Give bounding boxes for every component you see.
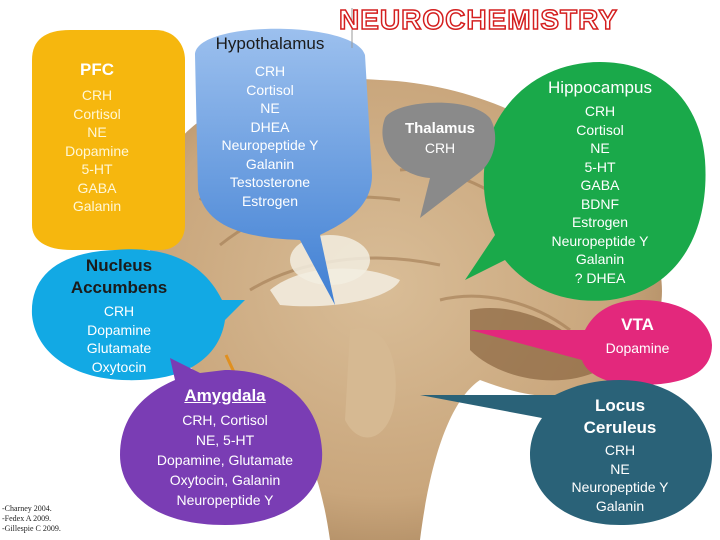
locus-ceruleus-label-group: Locus Ceruleus CRH NE Neuropeptide Y Gal… <box>555 395 685 515</box>
nucleus-accumbens-bubble <box>31 249 245 381</box>
references: -Charney 2004. -Fedex A 2009. -Gillespie… <box>2 504 61 534</box>
pfc-item: Galanin <box>72 198 122 214</box>
hypothalamus-item: Cortisol <box>246 81 294 98</box>
pfc-item: Dopamine <box>65 142 129 159</box>
locus-ceruleus-item: NE <box>610 460 630 477</box>
pfc-item: Cortisol <box>73 105 121 122</box>
hypothalamus-label-group: Hypothalamus CRH Cortisol NE DHEA Neurop… <box>190 34 350 210</box>
vta-heading: VTA <box>621 315 654 334</box>
amygdala-heading: Amygdala <box>184 386 266 405</box>
pfc-item: GABA <box>77 179 117 196</box>
thalamus-item: CRH <box>424 140 456 156</box>
hippocampus-item: Cortisol <box>576 121 624 138</box>
locus-ceruleus-item: Neuropeptide Y <box>571 479 669 495</box>
locus-ceruleus-items: CRH NE Neuropeptide Y Galanin <box>555 441 685 515</box>
hippocampus-bubble <box>465 62 706 301</box>
hippocampus-item: GABA <box>580 177 620 193</box>
hippocampus-item: Galanin <box>575 251 625 267</box>
hypothalamus-bubble <box>195 8 372 305</box>
locus-ceruleus-heading-line: Locus <box>594 396 646 415</box>
hippocampus-item: ? DHEA <box>574 269 626 286</box>
vta-items: Dopamine <box>595 339 680 358</box>
nucleus-accumbens-item: Dopamine <box>87 321 151 338</box>
hypothalamus-item: Estrogen <box>241 192 299 209</box>
hippocampus-item: Estrogen <box>571 214 629 230</box>
locus-ceruleus-heading-line: Ceruleus <box>583 418 657 437</box>
nucleus-accumbens-item: CRH <box>103 303 135 319</box>
pfc-label-group: PFC CRH Cortisol NE Dopamine 5-HT GABA G… <box>38 60 156 216</box>
amygdala-item: CRH, Cortisol <box>182 412 268 428</box>
page-title: NEUROCHEMISTRY <box>338 3 618 36</box>
vta-label-group: VTA Dopamine <box>595 315 680 358</box>
reference-line: -Gillespie C 2009. <box>2 524 61 533</box>
hippocampus-item: Neuropeptide Y <box>551 232 649 249</box>
amygdala-item: NE, 5-HT <box>195 432 255 448</box>
hypothalamus-items: CRH Cortisol NE DHEA Neuropeptide Y Gala… <box>190 62 350 210</box>
locus-ceruleus-bubble <box>420 380 712 525</box>
hypothalamus-item: DHEA <box>250 118 290 135</box>
hypothalamus-heading: Hypothalamus <box>215 34 325 53</box>
hippocampus-heading: Hippocampus <box>548 78 652 97</box>
reference-line: -Fedex A 2009. <box>2 514 52 523</box>
nucleus-accumbens-label-group: Nucleus Accumbens CRH Dopamine Glutamate… <box>44 255 194 376</box>
pfc-item: NE <box>87 124 107 140</box>
hippocampus-item: BDNF <box>580 195 620 212</box>
pfc-items: CRH Cortisol NE Dopamine 5-HT GABA Galan… <box>38 86 156 216</box>
hippocampus-item: NE <box>590 140 610 156</box>
nucleus-accumbens-heading-line: Nucleus <box>85 256 153 275</box>
thalamus-heading: Thalamus <box>404 120 476 137</box>
hippocampus-label-group: Hippocampus CRH Cortisol NE 5-HT GABA BD… <box>525 78 675 287</box>
pfc-item: 5-HT <box>81 161 113 177</box>
pfc-bubble <box>32 30 185 250</box>
nucleus-accumbens-item: Glutamate <box>86 340 152 356</box>
nucleus-accumbens-heading-line: Accumbens <box>70 278 168 297</box>
nucleus-accumbens-heading: Nucleus Accumbens <box>44 255 194 299</box>
hippocampus-items: CRH Cortisol NE 5-HT GABA BDNF Estrogen … <box>525 102 675 287</box>
amygdala-item: Oxytocin, Galanin <box>169 472 281 488</box>
nucleus-accumbens-item: Oxytocin <box>91 358 147 375</box>
amygdala-item: Dopamine, Glutamate <box>156 452 294 468</box>
locus-ceruleus-item: CRH <box>604 442 636 458</box>
hypothalamus-item: NE <box>260 100 280 116</box>
locus-ceruleus-item: Galanin <box>595 497 645 514</box>
thalamus-bubble <box>382 102 496 218</box>
nucleus-accumbens-items: CRH Dopamine Glutamate Oxytocin <box>44 302 194 376</box>
hypothalamus-item: Neuropeptide Y <box>221 137 319 153</box>
pfc-item: CRH <box>81 87 113 103</box>
vta-bubble <box>470 300 712 385</box>
hypothalamus-item: Galanin <box>245 155 295 172</box>
amygdala-bubble <box>120 358 323 525</box>
reference-line: -Charney 2004. <box>2 504 52 513</box>
thalamus-label-group: Thalamus CRH <box>392 120 488 158</box>
hippocampus-item: CRH <box>584 103 616 119</box>
amygdala-label-group: Amygdala CRH, Cortisol NE, 5-HT Dopamine… <box>140 386 310 510</box>
thalamus-items: CRH <box>392 139 488 158</box>
hypothalamus-item: CRH <box>254 63 286 79</box>
amygdala-items: CRH, Cortisol NE, 5-HT Dopamine, Glutama… <box>140 410 310 510</box>
vta-item: Dopamine <box>605 340 670 356</box>
amygdala-item: Neuropeptide Y <box>176 492 274 508</box>
hypothalamus-item: Testosterone <box>229 174 311 190</box>
hippocampus-item: 5-HT <box>584 158 616 175</box>
pfc-heading: PFC <box>80 60 114 79</box>
locus-ceruleus-heading: Locus Ceruleus <box>555 395 685 439</box>
